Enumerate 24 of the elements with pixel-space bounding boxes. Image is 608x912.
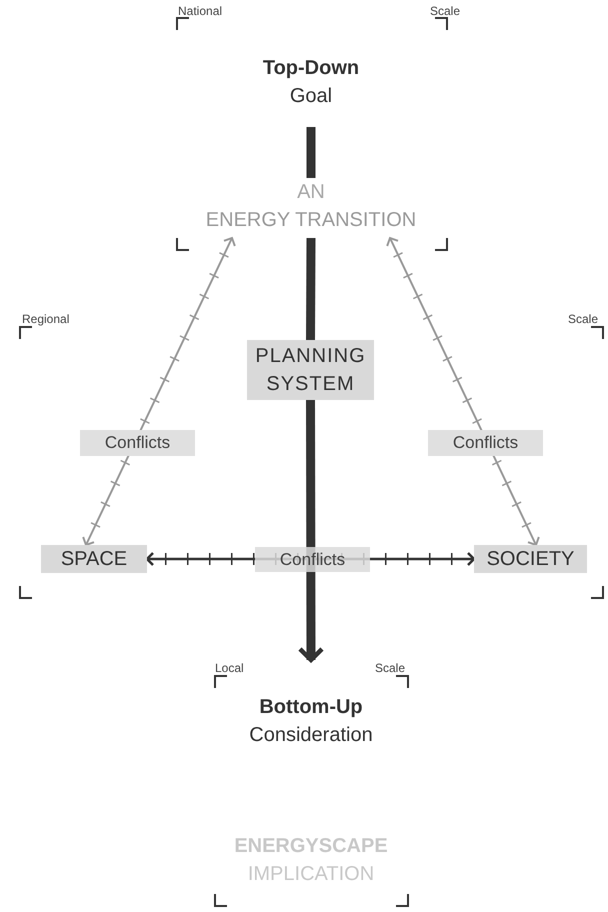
scale-label: Scale [375,661,406,675]
box-label: PLANNING SYSTEM [254,344,367,397]
scale-label: Local [215,661,244,675]
arrow [82,237,236,546]
edge-label: Conflicts [428,430,543,456]
arrow [298,400,324,662]
box-label: SPACE [60,547,128,572]
heading: Bottom-Up [259,695,363,720]
process-box [474,545,587,573]
process-box [41,545,147,573]
box-label: SOCIETY [486,547,574,572]
heading: ENERGY TRANSITION [206,208,416,233]
heading: Top-Down [262,56,360,81]
scale-label: National [178,4,222,18]
heading: AN [297,180,325,205]
scale-label: Scale [430,4,460,18]
scale-label: Scale [568,312,598,326]
scale-label: Regional [22,312,70,326]
edge-label: Conflicts [255,547,370,572]
subheading: Consideration [249,723,373,748]
edge-label: Conflicts [80,430,195,456]
process-box [247,340,374,400]
subheading: Goal [290,84,332,109]
arrow [386,237,540,546]
